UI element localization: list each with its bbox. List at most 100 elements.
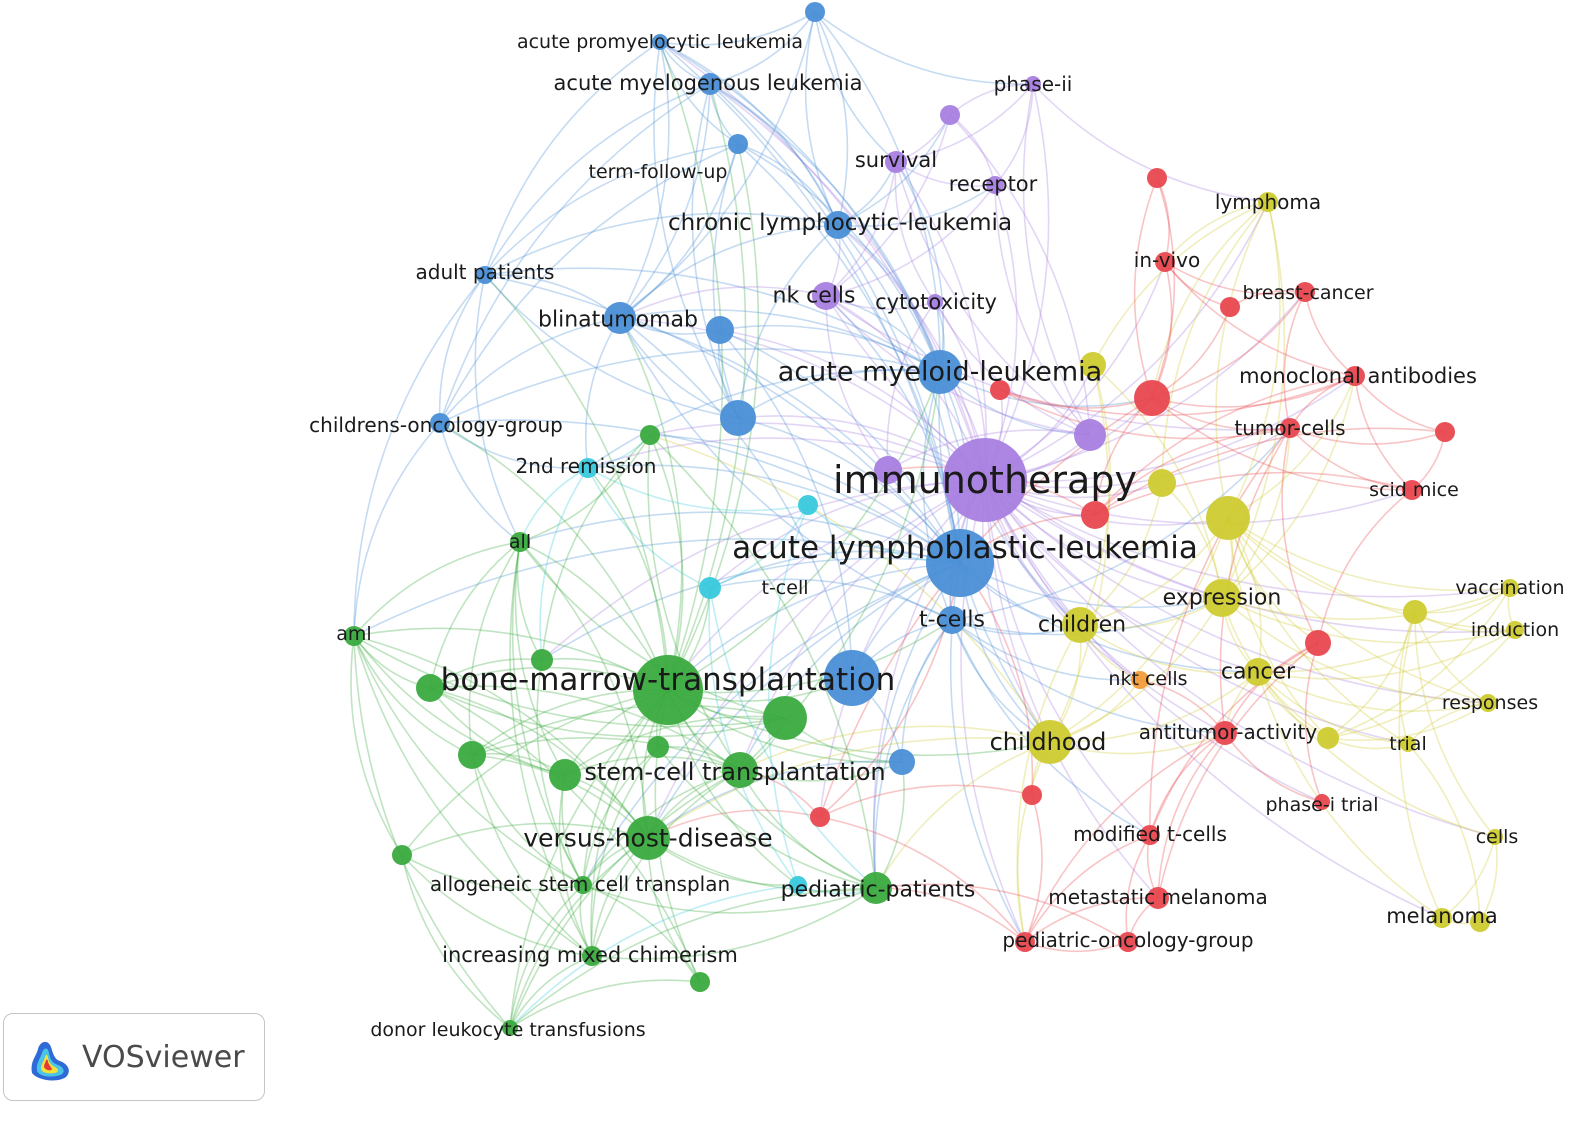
node-u_g7[interactable] <box>392 845 412 865</box>
node-termfu[interactable] <box>728 134 748 154</box>
node-antitumor[interactable] <box>1213 721 1237 745</box>
edge-gvhd-pedpat <box>647 837 877 892</box>
edge-all_leuk-sct <box>739 562 961 771</box>
node-invivo[interactable] <box>1155 252 1175 272</box>
node-u_r1[interactable] <box>1134 380 1170 416</box>
node-u_g5[interactable] <box>549 759 581 791</box>
node-u_g2[interactable] <box>531 649 553 671</box>
node-u_p3[interactable] <box>874 456 902 484</box>
node-nkt[interactable] <box>1131 671 1149 689</box>
node-pedpat[interactable] <box>860 872 892 904</box>
node-mab[interactable] <box>1345 366 1365 386</box>
node-u_r7[interactable] <box>1147 168 1167 188</box>
node-u_r4[interactable] <box>810 807 830 827</box>
edge-amlk-u_g4 <box>353 635 786 728</box>
node-tumor[interactable] <box>1280 418 1300 438</box>
node-u_g1[interactable] <box>640 425 660 445</box>
edge-allk-u_g5 <box>514 541 566 776</box>
edge-u_g9-allo <box>582 746 659 886</box>
edge-amlk-u_g7 <box>350 635 403 856</box>
node-amlk[interactable] <box>344 626 364 646</box>
node-apl[interactable] <box>652 34 668 50</box>
node-u_g9[interactable] <box>647 736 669 758</box>
node-phasei[interactable] <box>1314 794 1330 810</box>
node-u_y4[interactable] <box>1317 727 1339 749</box>
node-allo[interactable] <box>574 876 592 894</box>
edge-allo-pedpat <box>582 884 877 914</box>
node-u_r8[interactable] <box>1220 297 1240 317</box>
node-blinatumomab[interactable] <box>604 302 636 334</box>
node-cancer[interactable] <box>1244 658 1272 686</box>
node-u_y1[interactable] <box>1080 352 1106 378</box>
node-u_r9[interactable] <box>1435 422 1455 442</box>
node-scid[interactable] <box>1402 480 1422 500</box>
node-immunotherapy[interactable] <box>943 438 1027 522</box>
node-expression[interactable] <box>1203 579 1241 617</box>
edge-expression-mab <box>1221 375 1356 599</box>
node-cells[interactable] <box>1487 829 1503 845</box>
node-gvhd[interactable] <box>626 816 670 860</box>
edge-antitumor-phasei <box>1224 732 1323 803</box>
node-responses[interactable] <box>1479 694 1497 712</box>
node-u_p2[interactable] <box>940 105 960 125</box>
node-lymphoma[interactable] <box>1258 192 1278 212</box>
node-u_g3[interactable] <box>416 674 444 702</box>
node-nkcells[interactable] <box>812 282 840 310</box>
node-cll[interactable] <box>824 211 852 239</box>
node-induction[interactable] <box>1506 621 1524 639</box>
node-vaccination[interactable] <box>1501 579 1519 597</box>
node-breast[interactable] <box>1295 282 1315 302</box>
node-u_c2[interactable] <box>789 876 807 894</box>
node-metmel[interactable] <box>1147 887 1169 909</box>
node-mixchim[interactable] <box>582 946 602 966</box>
node-allk[interactable] <box>510 532 530 552</box>
node-u_b4[interactable] <box>889 749 915 775</box>
edge-aml_leuk-u_b2 <box>719 324 941 373</box>
node-dlt[interactable] <box>502 1020 518 1036</box>
node-survival[interactable] <box>885 151 907 173</box>
node-cog[interactable] <box>430 413 450 433</box>
node-u_r5[interactable] <box>1022 785 1042 805</box>
node-u_g6[interactable] <box>458 741 486 769</box>
edge-all_leuk-allk <box>519 511 961 564</box>
node-rem2[interactable] <box>578 458 598 478</box>
node-bmt[interactable] <box>633 655 703 725</box>
node-u_g8[interactable] <box>690 972 710 992</box>
node-u_b3[interactable] <box>824 650 880 706</box>
node-pog[interactable] <box>1015 932 1035 952</box>
node-u_r3[interactable] <box>1081 501 1109 529</box>
node-u_r10[interactable] <box>1118 932 1138 952</box>
edge-u_g7-mixchim <box>401 854 593 957</box>
node-phaseii[interactable] <box>1025 76 1041 92</box>
node-adult[interactable] <box>476 266 494 284</box>
node-u_b1[interactable] <box>720 400 756 436</box>
node-u_g4[interactable] <box>763 696 807 740</box>
node-tcells[interactable] <box>938 606 966 634</box>
node-melanoma[interactable] <box>1432 908 1452 928</box>
node-receptor[interactable] <box>986 176 1004 194</box>
node-all_leuk[interactable] <box>926 529 994 597</box>
node-u_y2[interactable] <box>1148 469 1176 497</box>
node-u_r6[interactable] <box>1305 630 1331 656</box>
node-trial[interactable] <box>1400 736 1416 752</box>
node-u_b5[interactable] <box>805 2 825 22</box>
node-u_y6[interactable] <box>1470 912 1490 932</box>
node-u_c1[interactable] <box>798 495 818 515</box>
node-sct[interactable] <box>722 752 758 788</box>
node-cytotoxicity[interactable] <box>927 294 943 310</box>
node-u_r2[interactable] <box>990 380 1010 400</box>
node-u_b2[interactable] <box>706 316 734 344</box>
edge-u_y4-responses <box>1327 702 1489 741</box>
node-aml_leuk[interactable] <box>918 350 962 394</box>
node-children[interactable] <box>1062 607 1098 643</box>
label-nkcells: nk cells <box>773 284 856 309</box>
node-modt[interactable] <box>1140 825 1160 845</box>
edge-pog-u_r10 <box>1024 941 1129 952</box>
edge-immunotherapy-modt <box>984 479 1151 836</box>
node-amyl[interactable] <box>699 73 721 95</box>
node-u_p1[interactable] <box>1074 419 1106 451</box>
node-u_y3[interactable] <box>1206 496 1250 540</box>
node-u_y5[interactable] <box>1403 600 1427 624</box>
node-childhood[interactable] <box>1028 720 1072 764</box>
node-tcell[interactable] <box>699 577 721 599</box>
